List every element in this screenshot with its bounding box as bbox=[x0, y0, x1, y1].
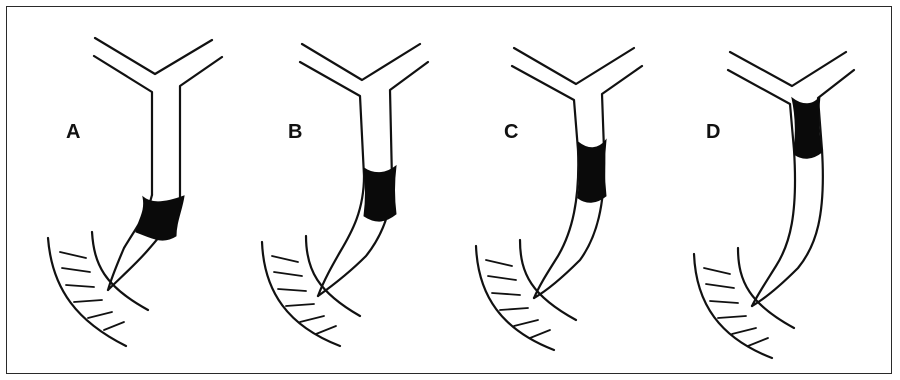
panel-c-duct-wall-right bbox=[602, 66, 642, 150]
panel-d-distal-wall-right bbox=[752, 150, 823, 306]
panel-b-stricture bbox=[364, 166, 396, 221]
panel-c-stricture bbox=[578, 140, 606, 202]
panel-b: B bbox=[262, 44, 428, 346]
panel-b-fold-6 bbox=[316, 326, 336, 334]
panel-b-duct-wall-left bbox=[300, 62, 364, 176]
panel-a-fold-4 bbox=[74, 300, 102, 302]
panel-b-hepatic-duct-left bbox=[302, 44, 420, 80]
panel-b-fold-1 bbox=[272, 256, 298, 262]
panel-a-fold-1 bbox=[60, 252, 86, 258]
panel-d-letter: D bbox=[706, 121, 720, 143]
panel-b-duct-wall-right bbox=[390, 62, 428, 180]
panel-c-letter: C bbox=[504, 121, 518, 143]
panel-d-stricture bbox=[792, 96, 822, 158]
panel-a-duct-wall-left bbox=[94, 56, 152, 195]
panel-d-fold-3 bbox=[710, 301, 738, 303]
panel-b-fold-4 bbox=[286, 304, 314, 306]
panel-d-duct-wall-right bbox=[818, 70, 854, 150]
panel-c-fold-4 bbox=[500, 308, 528, 310]
panel-c-fold-3 bbox=[492, 293, 520, 295]
panel-c-fold-6 bbox=[530, 330, 550, 338]
panel-c-hepatic-duct-left bbox=[514, 48, 634, 84]
panel-a-duct-wall-right bbox=[180, 57, 222, 200]
panel-a-fold-2 bbox=[62, 268, 90, 272]
panel-a-fold-6 bbox=[104, 322, 124, 330]
panel-c-fold-1 bbox=[486, 260, 512, 266]
panel-d-fold-2 bbox=[706, 284, 734, 288]
panel-a-fold-3 bbox=[66, 285, 94, 287]
panel-d-fold-1 bbox=[704, 268, 730, 274]
panel-d-fold-5 bbox=[732, 328, 756, 334]
panel-b-fold-3 bbox=[278, 289, 306, 291]
panel-a-letter: A bbox=[66, 121, 80, 143]
panel-c-fold-2 bbox=[488, 276, 516, 280]
panel-d-fold-6 bbox=[748, 338, 768, 346]
panel-a-duodenal-wall-outer bbox=[48, 238, 126, 346]
panel-b-fold-2 bbox=[274, 272, 302, 276]
panel-a-stricture bbox=[136, 196, 184, 240]
panel-d-distal-wall-left bbox=[752, 150, 795, 306]
panel-d-duodenal-wall-outer bbox=[694, 254, 772, 358]
panel-d: D bbox=[694, 52, 854, 358]
panel-b-fold-5 bbox=[300, 316, 324, 322]
panel-d-fold-4 bbox=[718, 316, 746, 318]
panel-a: A bbox=[48, 38, 222, 346]
panel-c: C bbox=[476, 48, 642, 350]
panel-c-duodenal-wall-outer bbox=[476, 246, 554, 350]
panel-c-fold-5 bbox=[514, 320, 538, 326]
panel-c-distal-wall-left bbox=[534, 150, 578, 298]
panel-b-letter: B bbox=[288, 121, 302, 143]
panel-a-duodenal-wall-inner bbox=[92, 232, 148, 310]
panel-a-fold-5 bbox=[88, 312, 112, 318]
